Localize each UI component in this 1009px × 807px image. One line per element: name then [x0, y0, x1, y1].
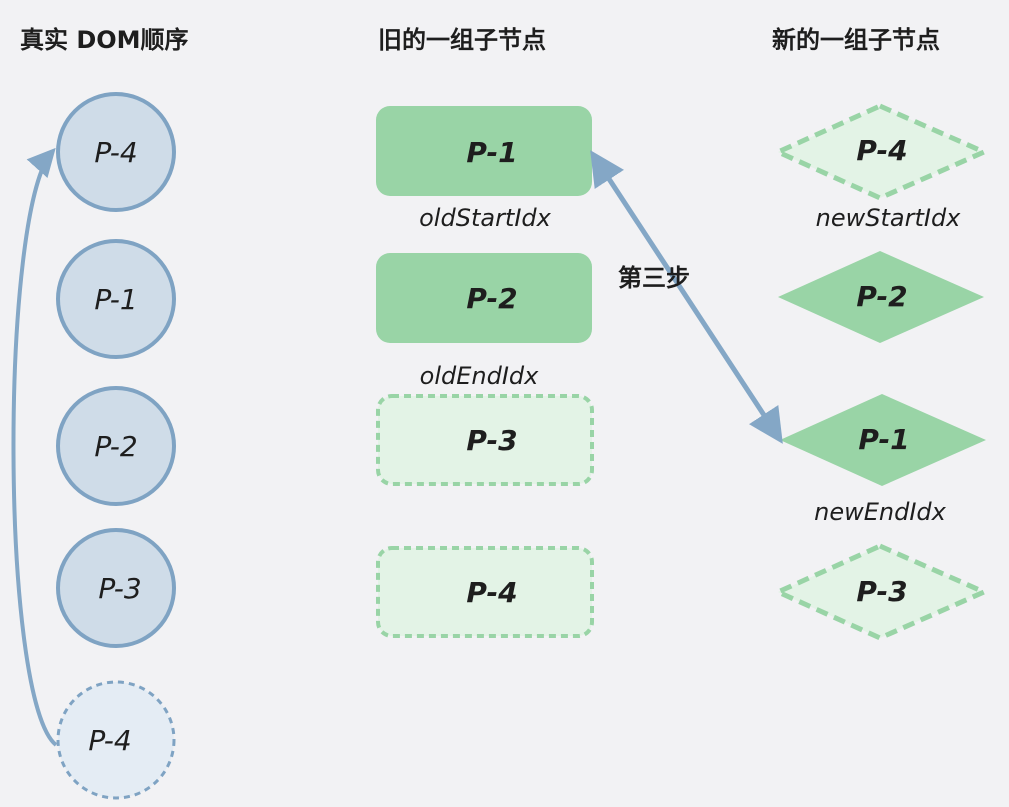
old-node-4-label: P-4	[466, 576, 517, 609]
new-node-4-label: P-3	[856, 575, 907, 608]
real-dom-node-5-label: P-4	[88, 724, 131, 757]
real-dom-node-2: P-1	[56, 239, 176, 359]
real-dom-node-2-label: P-1	[94, 283, 137, 316]
new-node-4: P-3	[771, 543, 991, 641]
real-dom-node-4: P-3	[56, 528, 176, 648]
old-node-3: P-3	[376, 394, 594, 486]
old-end-idx-label: oldEndIdx	[420, 362, 540, 390]
header-new-children: 新的一组子节点	[772, 26, 940, 54]
real-dom-node-3-label: P-2	[94, 430, 137, 463]
real-dom-node-5-ghost: P-4	[56, 680, 176, 800]
header-old-children: 旧的一组子节点	[378, 26, 546, 54]
new-node-1-label: P-4	[856, 134, 907, 167]
real-dom-node-4-label: P-3	[98, 572, 141, 605]
new-node-2: P-2	[778, 251, 984, 343]
new-start-idx-label: newStartIdx	[816, 204, 962, 232]
new-node-3: P-1	[780, 394, 986, 486]
old-node-2-label: P-2	[466, 282, 517, 315]
new-end-idx-label: newEndIdx	[814, 498, 947, 526]
new-node-1: P-4	[771, 103, 991, 201]
old-start-idx-label: oldStartIdx	[419, 204, 552, 232]
step-label: 第三步	[618, 264, 690, 292]
real-dom-node-1: P-4	[56, 92, 176, 212]
old-node-3-label: P-3	[466, 424, 517, 457]
real-dom-node-3: P-2	[56, 386, 176, 506]
old-node-4: P-4	[376, 546, 594, 638]
real-dom-node-1-label: P-4	[94, 136, 137, 169]
old-node-1-label: P-1	[466, 136, 517, 169]
old-node-2: P-2	[376, 253, 592, 343]
compare-arrow	[590, 150, 783, 444]
old-node-1: P-1	[376, 106, 592, 196]
header-real-dom: 真实 DOM顺序	[20, 26, 189, 54]
move-arrow-left	[11, 147, 58, 747]
new-node-2-label: P-2	[856, 280, 907, 313]
new-node-3-label: P-1	[858, 423, 909, 456]
